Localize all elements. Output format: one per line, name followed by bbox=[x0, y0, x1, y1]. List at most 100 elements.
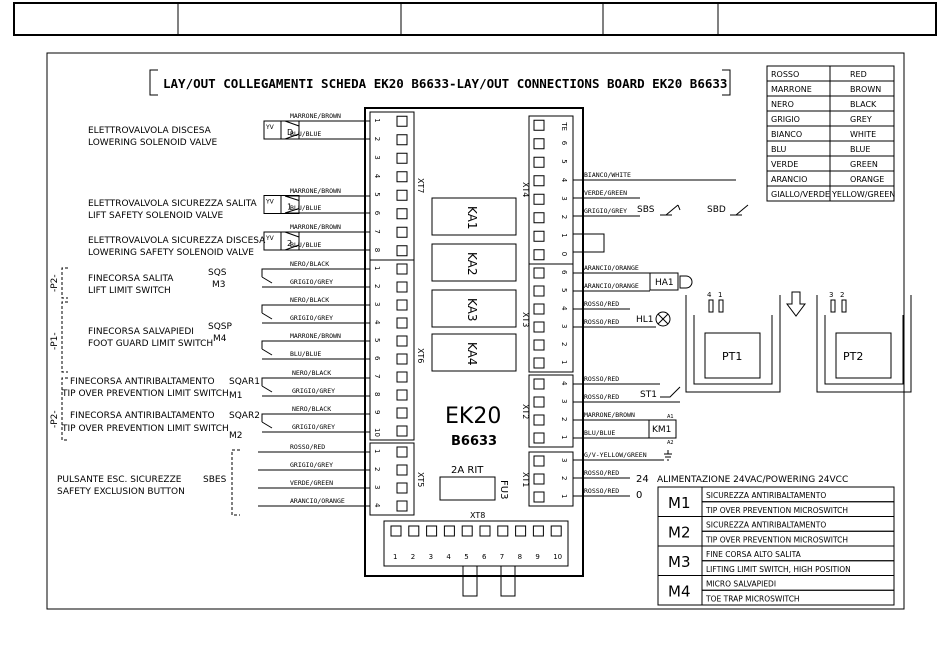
terminal-screw bbox=[533, 212, 545, 224]
label-excl-it: PULSANTE ESC. SICUREZZE bbox=[57, 475, 182, 485]
connector-label: XT2 bbox=[521, 404, 530, 419]
terminal-screw bbox=[396, 446, 408, 458]
m-en-cell bbox=[701, 589, 895, 606]
code-m4: M4 bbox=[213, 334, 227, 344]
terminal-screw bbox=[533, 230, 545, 242]
pin-number: 2 bbox=[560, 417, 568, 421]
wire-label: BLU/BLUE bbox=[290, 130, 321, 138]
pin-number: 1 bbox=[373, 449, 381, 453]
pin-number: 2 bbox=[411, 553, 415, 561]
title-text: LAY/OUT COLLEGAMENTI SCHEDA EK20 B6633-L… bbox=[163, 76, 727, 91]
terminal-screw bbox=[533, 473, 545, 485]
connector-xt6 bbox=[369, 259, 415, 441]
terminal-screw bbox=[396, 317, 408, 329]
wire-label: GRIGIO/GREY bbox=[292, 387, 335, 395]
terminal-screw bbox=[533, 396, 545, 408]
terminal-screw bbox=[396, 189, 408, 201]
legend-it: GRIGIO bbox=[771, 115, 800, 124]
pin-number: 5 bbox=[560, 159, 568, 163]
pin-number: 1 bbox=[373, 266, 381, 270]
device-0v: 0 bbox=[636, 490, 642, 501]
valve-id: 2 bbox=[287, 239, 292, 248]
pin-number: 3 bbox=[373, 302, 381, 306]
pt1-pin-1: 1 bbox=[718, 291, 722, 299]
pin-number: 2 bbox=[560, 215, 568, 219]
label-lower-safety-en: LOWERING SAFETY SOLENOID VALVE bbox=[88, 248, 254, 258]
relay-label: KA2 bbox=[465, 252, 479, 276]
terminal-screw bbox=[533, 321, 545, 333]
wire-label: VERDE/GREEN bbox=[584, 189, 627, 197]
m-en: TIP OVER PREVENTION MICROSWITCH bbox=[705, 536, 848, 545]
buzzer-ha1 bbox=[649, 272, 679, 291]
wire-label: NERO/BLACK bbox=[292, 369, 331, 377]
label-lift-safety-it: ELETTROVALVOLA SICUREZZA SALITA bbox=[88, 199, 258, 209]
terminal-screw bbox=[550, 525, 562, 537]
terminal-screw bbox=[396, 353, 408, 365]
terminal-screw bbox=[533, 432, 545, 444]
wire-label: MARRONE/BROWN bbox=[584, 411, 635, 419]
terminal-screw bbox=[396, 263, 408, 275]
pin-number: 4 bbox=[373, 320, 381, 325]
terminal-screw bbox=[396, 464, 408, 476]
pin-number: 2 bbox=[560, 476, 568, 480]
connector-label: XT8 bbox=[470, 511, 485, 520]
terminal-screw bbox=[533, 455, 545, 467]
m-it: FINE CORSA ALTO SALITA bbox=[706, 550, 802, 559]
pin-number: 1 bbox=[560, 233, 568, 237]
terminal-screw bbox=[533, 339, 545, 351]
pin-number: 5 bbox=[464, 553, 468, 561]
code-sqar2: SQAR2 bbox=[229, 411, 260, 421]
pin-number: 1 bbox=[393, 553, 397, 561]
code-m1: M1 bbox=[229, 391, 243, 401]
pin-number: 2 bbox=[373, 137, 381, 141]
connector-xt2 bbox=[528, 374, 574, 448]
relay-ka4 bbox=[431, 333, 517, 372]
wire-label: GRIGIO/GREY bbox=[292, 423, 335, 431]
limit-switch bbox=[261, 340, 275, 360]
terminal-screw bbox=[533, 193, 545, 205]
wire-label: MARRONE/BROWN bbox=[290, 187, 341, 195]
wire-label: VERDE/GREEN bbox=[290, 479, 333, 487]
terminal-screw bbox=[533, 138, 545, 150]
pin-number: 4 bbox=[560, 178, 568, 183]
legend-en: ORANGE bbox=[850, 175, 884, 184]
code-sqsp: SQSP bbox=[208, 322, 233, 332]
wire-label: ROSSO/RED bbox=[584, 318, 619, 326]
valve-yv: YV bbox=[265, 124, 275, 131]
m-code: M3 bbox=[668, 553, 691, 571]
wire-label: ROSSO/RED bbox=[584, 393, 619, 401]
fuse bbox=[439, 476, 496, 501]
pin-number: 3 bbox=[560, 324, 568, 328]
pt2-label: PT2 bbox=[843, 350, 863, 363]
code-sqar1: SQAR1 bbox=[229, 377, 260, 387]
terminal-screw bbox=[533, 119, 545, 131]
relay-label: KA4 bbox=[465, 342, 479, 366]
connector-label: XT6 bbox=[416, 348, 425, 363]
wire-label: BLU/BLUE bbox=[290, 204, 321, 212]
connector-label: XT5 bbox=[416, 472, 425, 487]
pin-number: 10 bbox=[373, 428, 381, 437]
pin-number: 6 bbox=[373, 356, 381, 361]
pt2-pin-3: 3 bbox=[829, 291, 833, 299]
pin-number: 6 bbox=[560, 141, 568, 146]
legend-en: BROWN bbox=[850, 85, 881, 94]
legend-it: NERO bbox=[771, 100, 794, 109]
terminal-screw bbox=[396, 500, 408, 512]
terminal-screw bbox=[396, 482, 408, 494]
valve-yv: YV bbox=[265, 235, 275, 242]
label-lift-limit-en: LIFT LIMIT SWITCH bbox=[88, 286, 171, 296]
code-p2b: -P2- bbox=[50, 410, 60, 428]
right-devices: SBS SBD HA1 HL1 ST1 KM1 A1 A2 24 0 bbox=[636, 204, 749, 501]
connector-xt7 bbox=[369, 111, 415, 261]
limit-switch bbox=[261, 304, 275, 324]
down-arrow-icon bbox=[786, 291, 806, 317]
label-lower-safety-it: ELETTROVALVOLA SICUREZZA DISCESA bbox=[88, 236, 266, 246]
relay-ka1 bbox=[431, 197, 517, 236]
connector-xt3 bbox=[528, 263, 574, 373]
pin-number: 4 bbox=[373, 174, 381, 179]
pin-number: 7 bbox=[373, 374, 381, 378]
pin-number: 8 bbox=[373, 248, 381, 252]
wire-label: NERO/BLACK bbox=[290, 260, 329, 268]
